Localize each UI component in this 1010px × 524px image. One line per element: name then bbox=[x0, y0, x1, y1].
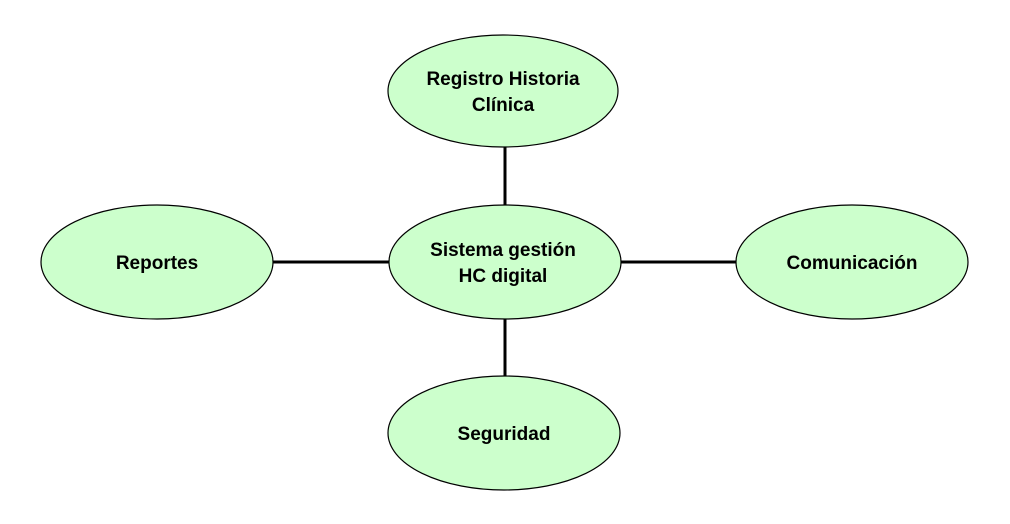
node-seguridad: Seguridad bbox=[387, 375, 621, 491]
node-ellipse-left bbox=[40, 204, 274, 320]
node-label-left: Reportes bbox=[116, 253, 198, 274]
node-label-center-line1: Sistema gestión bbox=[430, 240, 576, 261]
node-ellipse-bottom bbox=[387, 375, 621, 491]
node-label-right: Comunicación bbox=[787, 253, 918, 274]
node-label-bottom: Seguridad bbox=[458, 424, 551, 445]
node-ellipse-right bbox=[735, 204, 969, 320]
node-ellipse-top bbox=[387, 34, 619, 148]
node-sistema-gestion: Sistema gestión HC digital bbox=[388, 204, 622, 320]
node-label-top-line1: Registro Historia bbox=[426, 69, 580, 90]
node-ellipse-center bbox=[388, 204, 622, 320]
node-comunicacion: Comunicación bbox=[735, 204, 969, 320]
node-registro-historia-clinica: Registro Historia Clínica bbox=[387, 34, 619, 148]
node-label-center-line2: HC digital bbox=[459, 266, 548, 287]
node-reportes: Reportes bbox=[40, 204, 274, 320]
node-label-top-line2: Clínica bbox=[472, 95, 535, 116]
